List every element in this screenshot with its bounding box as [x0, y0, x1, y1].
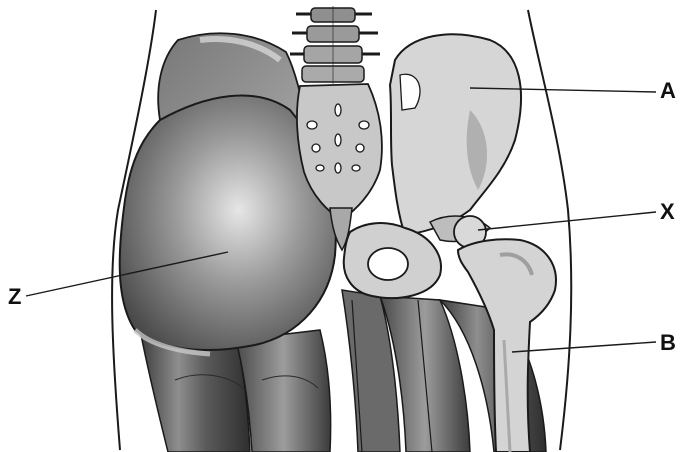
label-x: X: [660, 201, 675, 223]
label-b: B: [660, 332, 676, 354]
obturator-foramen: [368, 248, 408, 280]
leader-line-x: [478, 212, 656, 230]
leader-line-b: [512, 342, 656, 352]
label-a: A: [660, 80, 676, 102]
lumbar-spine: [290, 6, 380, 84]
ilium: [390, 34, 521, 235]
label-z: Z: [8, 286, 21, 308]
